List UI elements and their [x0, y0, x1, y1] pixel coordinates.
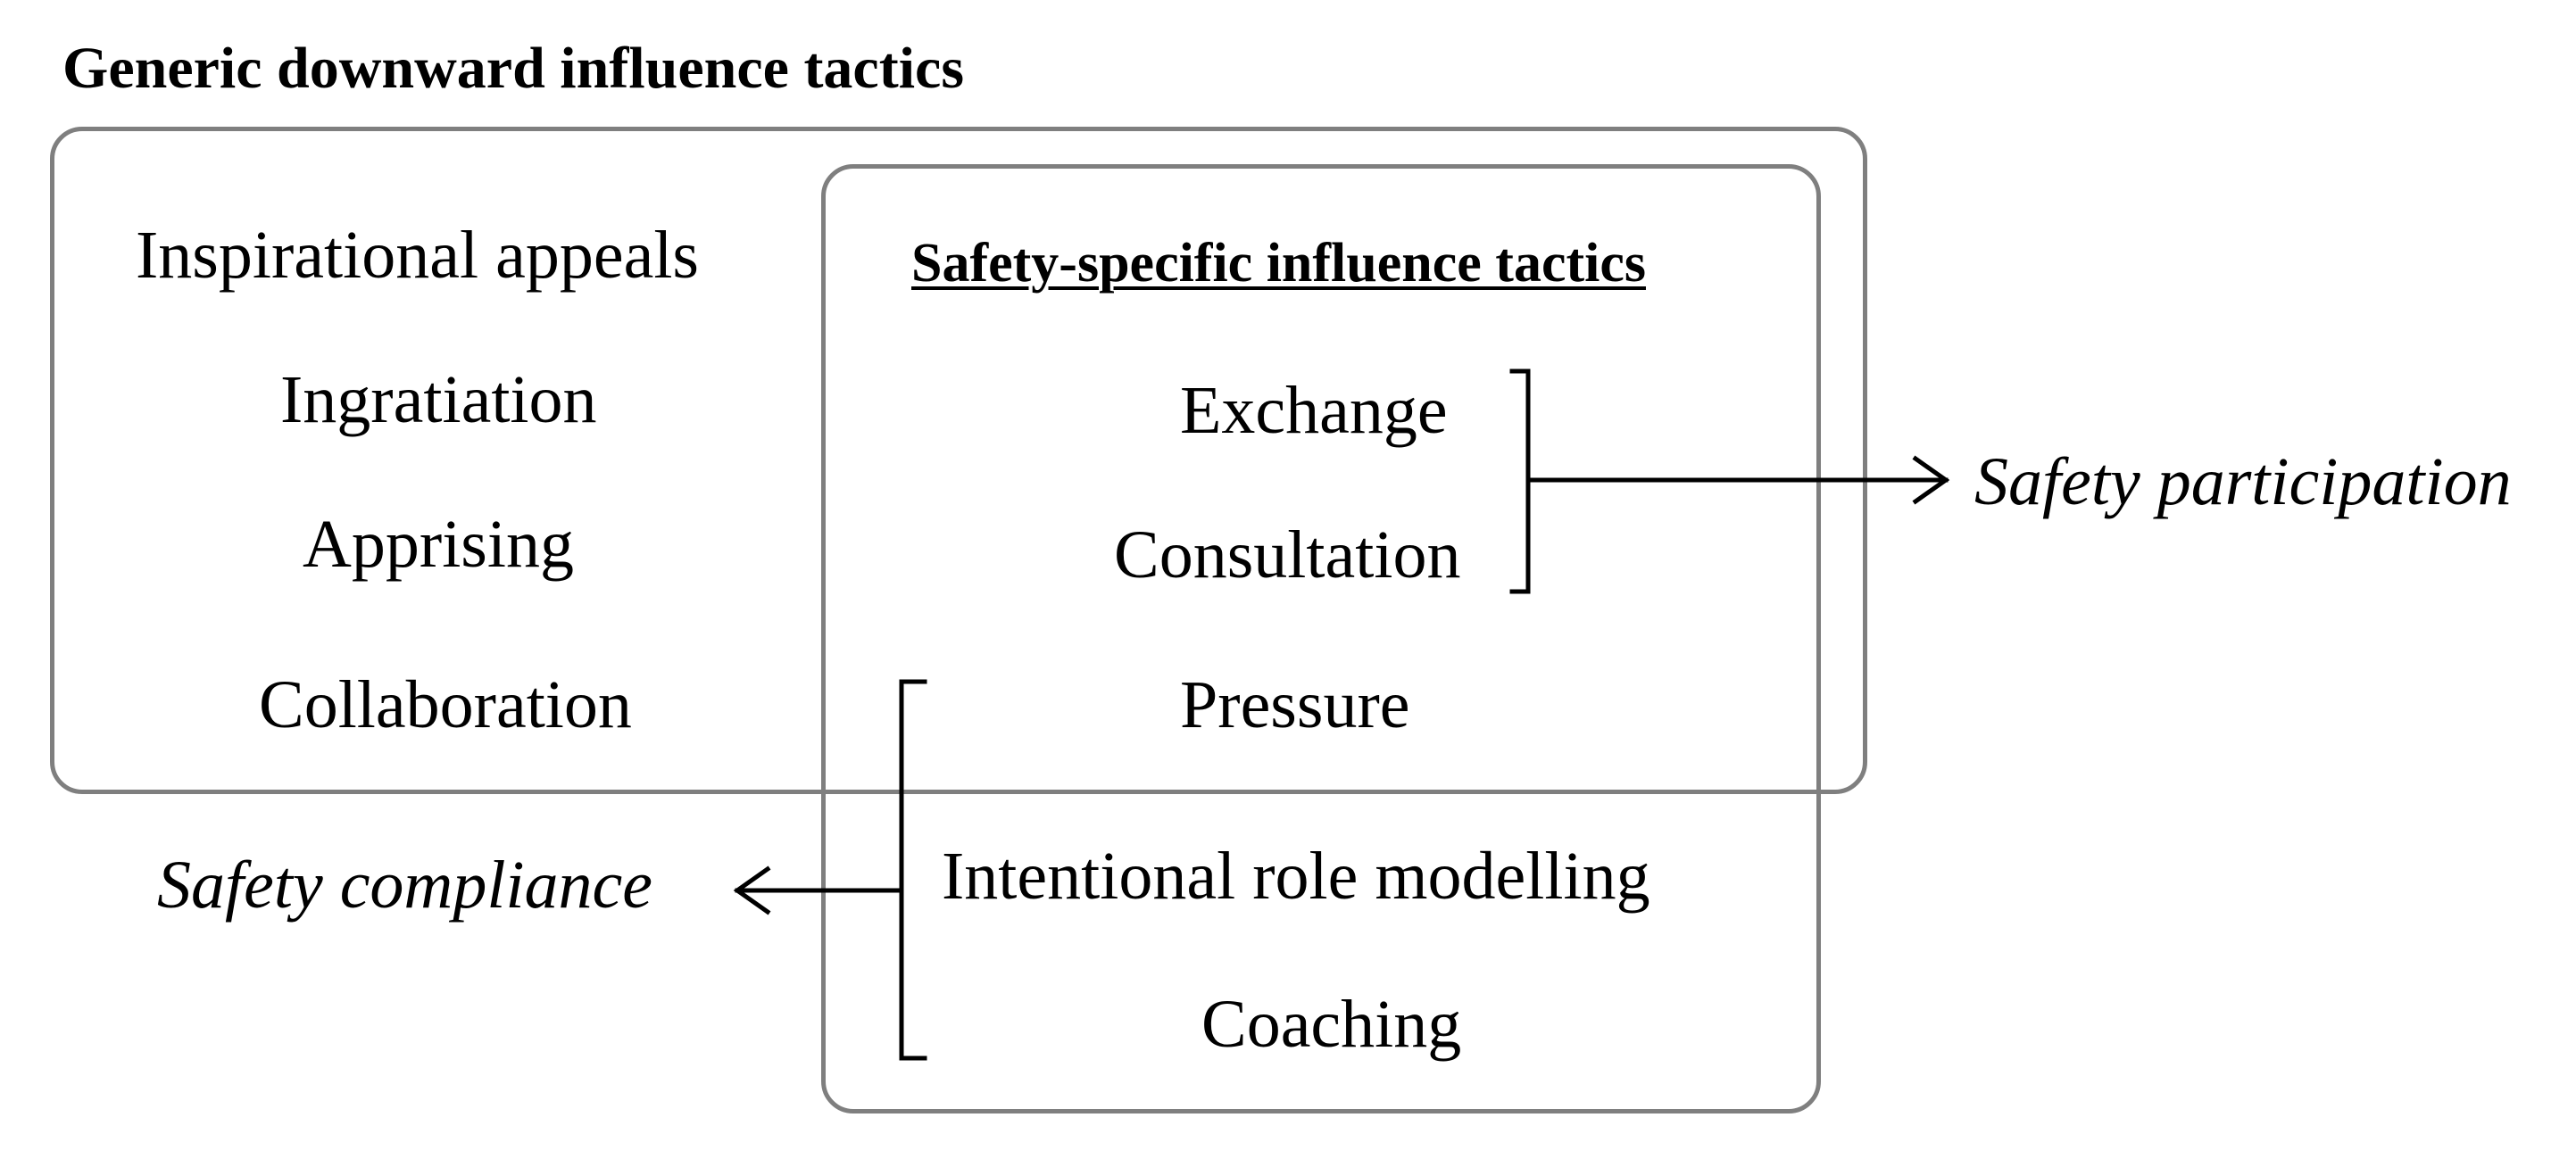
compliance-bracket	[899, 679, 927, 1061]
tactic-collaboration: Collaboration	[259, 667, 632, 742]
tactic-pressure: Pressure	[1180, 667, 1410, 742]
diagram-title: Generic downward influence tactics	[62, 36, 965, 101]
tactic-ingratiation: Ingratiation	[280, 362, 597, 437]
tactic-intentional-role-modelling: Intentional role modelling	[942, 839, 1650, 914]
tactic-inspirational-appeals: Inspirational appeals	[136, 218, 700, 293]
safety-specific-tactics-box	[821, 164, 1821, 1113]
tactic-apprising: Apprising	[303, 507, 574, 582]
compliance-arrow-head	[733, 865, 771, 915]
tactic-coaching: Coaching	[1201, 987, 1462, 1062]
outcome-safety-participation: Safety participation	[1974, 444, 2512, 519]
generic-tactics-box	[50, 127, 1867, 794]
safety-specific-title: Safety-specific influence tactics	[911, 233, 1646, 294]
outcome-safety-compliance: Safety compliance	[157, 848, 653, 923]
tactic-consultation: Consultation	[1114, 517, 1461, 592]
participation-bracket	[1509, 368, 1531, 594]
participation-arrow-head	[1912, 455, 1950, 505]
tactic-exchange: Exchange	[1180, 373, 1448, 448]
